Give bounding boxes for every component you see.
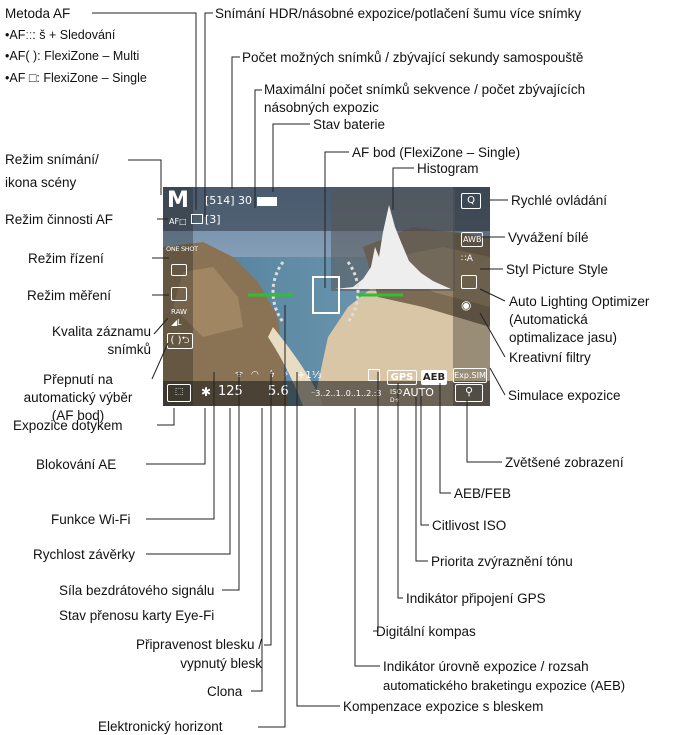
level-arc-left xyxy=(271,261,285,323)
label-ikona-sceny: ikona scény xyxy=(5,175,77,190)
label-kvalita-1: Kvalita záznamu xyxy=(51,324,151,339)
live-view-screen: M [514] 30 AF□ [3] ONE SHOT RAW ◢L ( )⮌ … xyxy=(163,187,490,406)
exposure-level-scale: ⁻3..2..1..0..1..2.:3 xyxy=(311,389,382,398)
label-max-pocet-2: násobných expozic xyxy=(264,100,379,115)
burst-count: [3] xyxy=(205,213,221,226)
exposure-simulation-indicator: Exp.SIM xyxy=(453,368,487,383)
shooting-mode-icon: M xyxy=(167,188,189,213)
label-elektronicky-horizont: Elektronický horizont xyxy=(98,719,223,734)
label-stav-eyefi: Stav přenosu karty Eye-Fi xyxy=(59,608,215,623)
label-rezim-mereni: Režim měření xyxy=(27,288,112,303)
label-rychlost-zaverky: Rychlost závěrky xyxy=(33,547,136,562)
wifi-icon: ◠ xyxy=(251,370,259,380)
auto-lighting-optimizer-icon xyxy=(461,275,477,289)
label-rezim-cinnosti-af: Režim činnosti AF xyxy=(5,212,114,227)
label-alo-2: (Automatická xyxy=(509,312,588,327)
metering-mode-icon xyxy=(171,287,187,301)
label-rezim-snimani: Režim snímání/ xyxy=(5,152,99,167)
label-zvetsene-zobrazeni: Zvětšené zobrazení xyxy=(505,455,624,470)
label-prepnuti-2: automatický výběr xyxy=(23,390,133,405)
label-stav-baterie: Stav baterie xyxy=(313,117,386,132)
shots-remaining: [514] xyxy=(205,194,235,207)
label-rychle-ovladani: Rychlé ovládání xyxy=(511,193,608,208)
picture-style-icon: ∷A xyxy=(461,254,473,264)
af-operation-icon: ONE SHOT xyxy=(166,245,198,253)
compass-icon xyxy=(368,369,380,381)
label-prepnuti-3: (AF bod) xyxy=(51,408,105,423)
aeb-indicator: AEB xyxy=(421,370,447,385)
label-blokovani-ae: Blokování AE xyxy=(36,457,117,472)
label-pripravenost-1: Připravenost blesku / xyxy=(135,637,262,652)
label-simulace-expozice: Simulace expozice xyxy=(508,388,621,403)
raw-icon: RAW xyxy=(171,308,187,316)
label-rezim-rizeni: Režim řízení xyxy=(28,251,104,266)
iso-value: AUTO xyxy=(403,386,434,399)
af-auto-select-button[interactable]: ( )⮌ xyxy=(167,333,193,349)
gps-indicator: GPS xyxy=(387,370,417,385)
label-citlivost-iso: Citlivost ISO xyxy=(432,518,507,533)
label-kreativni-filtry: Kreativní filtry xyxy=(509,350,591,365)
label-max-pocet-1: Maximální počet snímků sekvence / počet … xyxy=(264,82,586,97)
label-pripravenost-2: vypnutý blesk xyxy=(180,656,262,671)
label-pocet-snimku: Počet možných snímků / zbývající sekundy… xyxy=(242,50,584,65)
label-af-bod: AF bod (FlexiZone – Single) xyxy=(352,145,521,160)
af-point-frame xyxy=(312,276,340,314)
label-indikator-urovne-1: Indikátor úrovně expozice / rozsah xyxy=(383,659,589,674)
label-prepnuti-1: Přepnutí na xyxy=(43,372,113,387)
flash-comp-icon: ⚡ xyxy=(283,370,290,380)
scene-photo xyxy=(163,187,490,406)
battery-icon xyxy=(257,197,277,206)
label-funkce-wifi: Funkce Wi-Fi xyxy=(51,512,131,527)
white-balance-icon: AWB xyxy=(461,232,484,247)
quick-control-button[interactable]: Q xyxy=(461,193,481,209)
drive-mode-icon xyxy=(171,264,187,276)
af-method-icon: AF□ xyxy=(169,217,187,226)
label-vyvazeni-bile: Vyvážení bílé xyxy=(508,230,589,245)
label-clona: Clona xyxy=(207,684,243,699)
label-kvalita-2: snímků xyxy=(107,342,151,357)
label-expozice-dotykem: Expozice dotykem xyxy=(13,418,123,433)
label-alo-1: Auto Lighting Optimizer xyxy=(509,294,650,309)
ae-lock-icon: ✱ xyxy=(201,385,212,399)
label-alo-3: optimalizace jasu) xyxy=(509,330,618,345)
label-digitalni-kompas: Digitální kompas xyxy=(376,624,476,639)
shutter-speed-value: 125 xyxy=(218,384,243,399)
level-arc-right xyxy=(346,261,360,323)
flash-comp-value: +1⅓ xyxy=(297,370,322,381)
label-af-option-1: •AFːː: š + Sledování xyxy=(5,28,116,42)
label-styl-picture: Styl Picture Style xyxy=(506,262,609,277)
label-indikator-gps: Indikátor připojení GPS xyxy=(406,591,546,606)
highlight-tone-priority-icon: D+ xyxy=(390,397,400,404)
label-histogram: Histogram xyxy=(417,161,479,176)
label-indikator-urovne-2: automatického braketingu expozice (AEB) xyxy=(383,678,626,693)
label-aeb-feb: AEB/FEB xyxy=(454,486,512,501)
hdr-icon xyxy=(191,214,203,224)
label-af-option-3: •AF □: FlexiZone – Single xyxy=(5,71,147,85)
label-metoda-af: Metoda AF xyxy=(5,6,71,21)
label-priorita-tonu: Priorita zvýraznění tónu xyxy=(431,554,573,569)
label-sila-signalu: Síla bezdrátového signálu xyxy=(59,583,215,598)
quality-icon: ◢L xyxy=(171,318,182,327)
creative-filter-icon: ◉ xyxy=(461,298,472,312)
label-kompenzace-blesk: Kompenzace expozice s bleskem xyxy=(343,699,544,714)
self-timer-seconds: 30 xyxy=(238,194,252,207)
histogram-curve xyxy=(335,205,451,289)
magnify-button[interactable]: ⚲ xyxy=(455,384,483,402)
label-hdr: Snímání HDR/násobné expozice/potlačení š… xyxy=(215,6,582,21)
flash-ready-icon: ϟ xyxy=(269,370,275,380)
label-af-option-2: •AF( ): FlexiZone – Multi xyxy=(5,49,140,63)
touch-exposure-icon[interactable]: ⬚ xyxy=(167,384,191,402)
aperture-value: 5.6 xyxy=(268,384,289,399)
iso-label: ISO xyxy=(390,388,403,396)
